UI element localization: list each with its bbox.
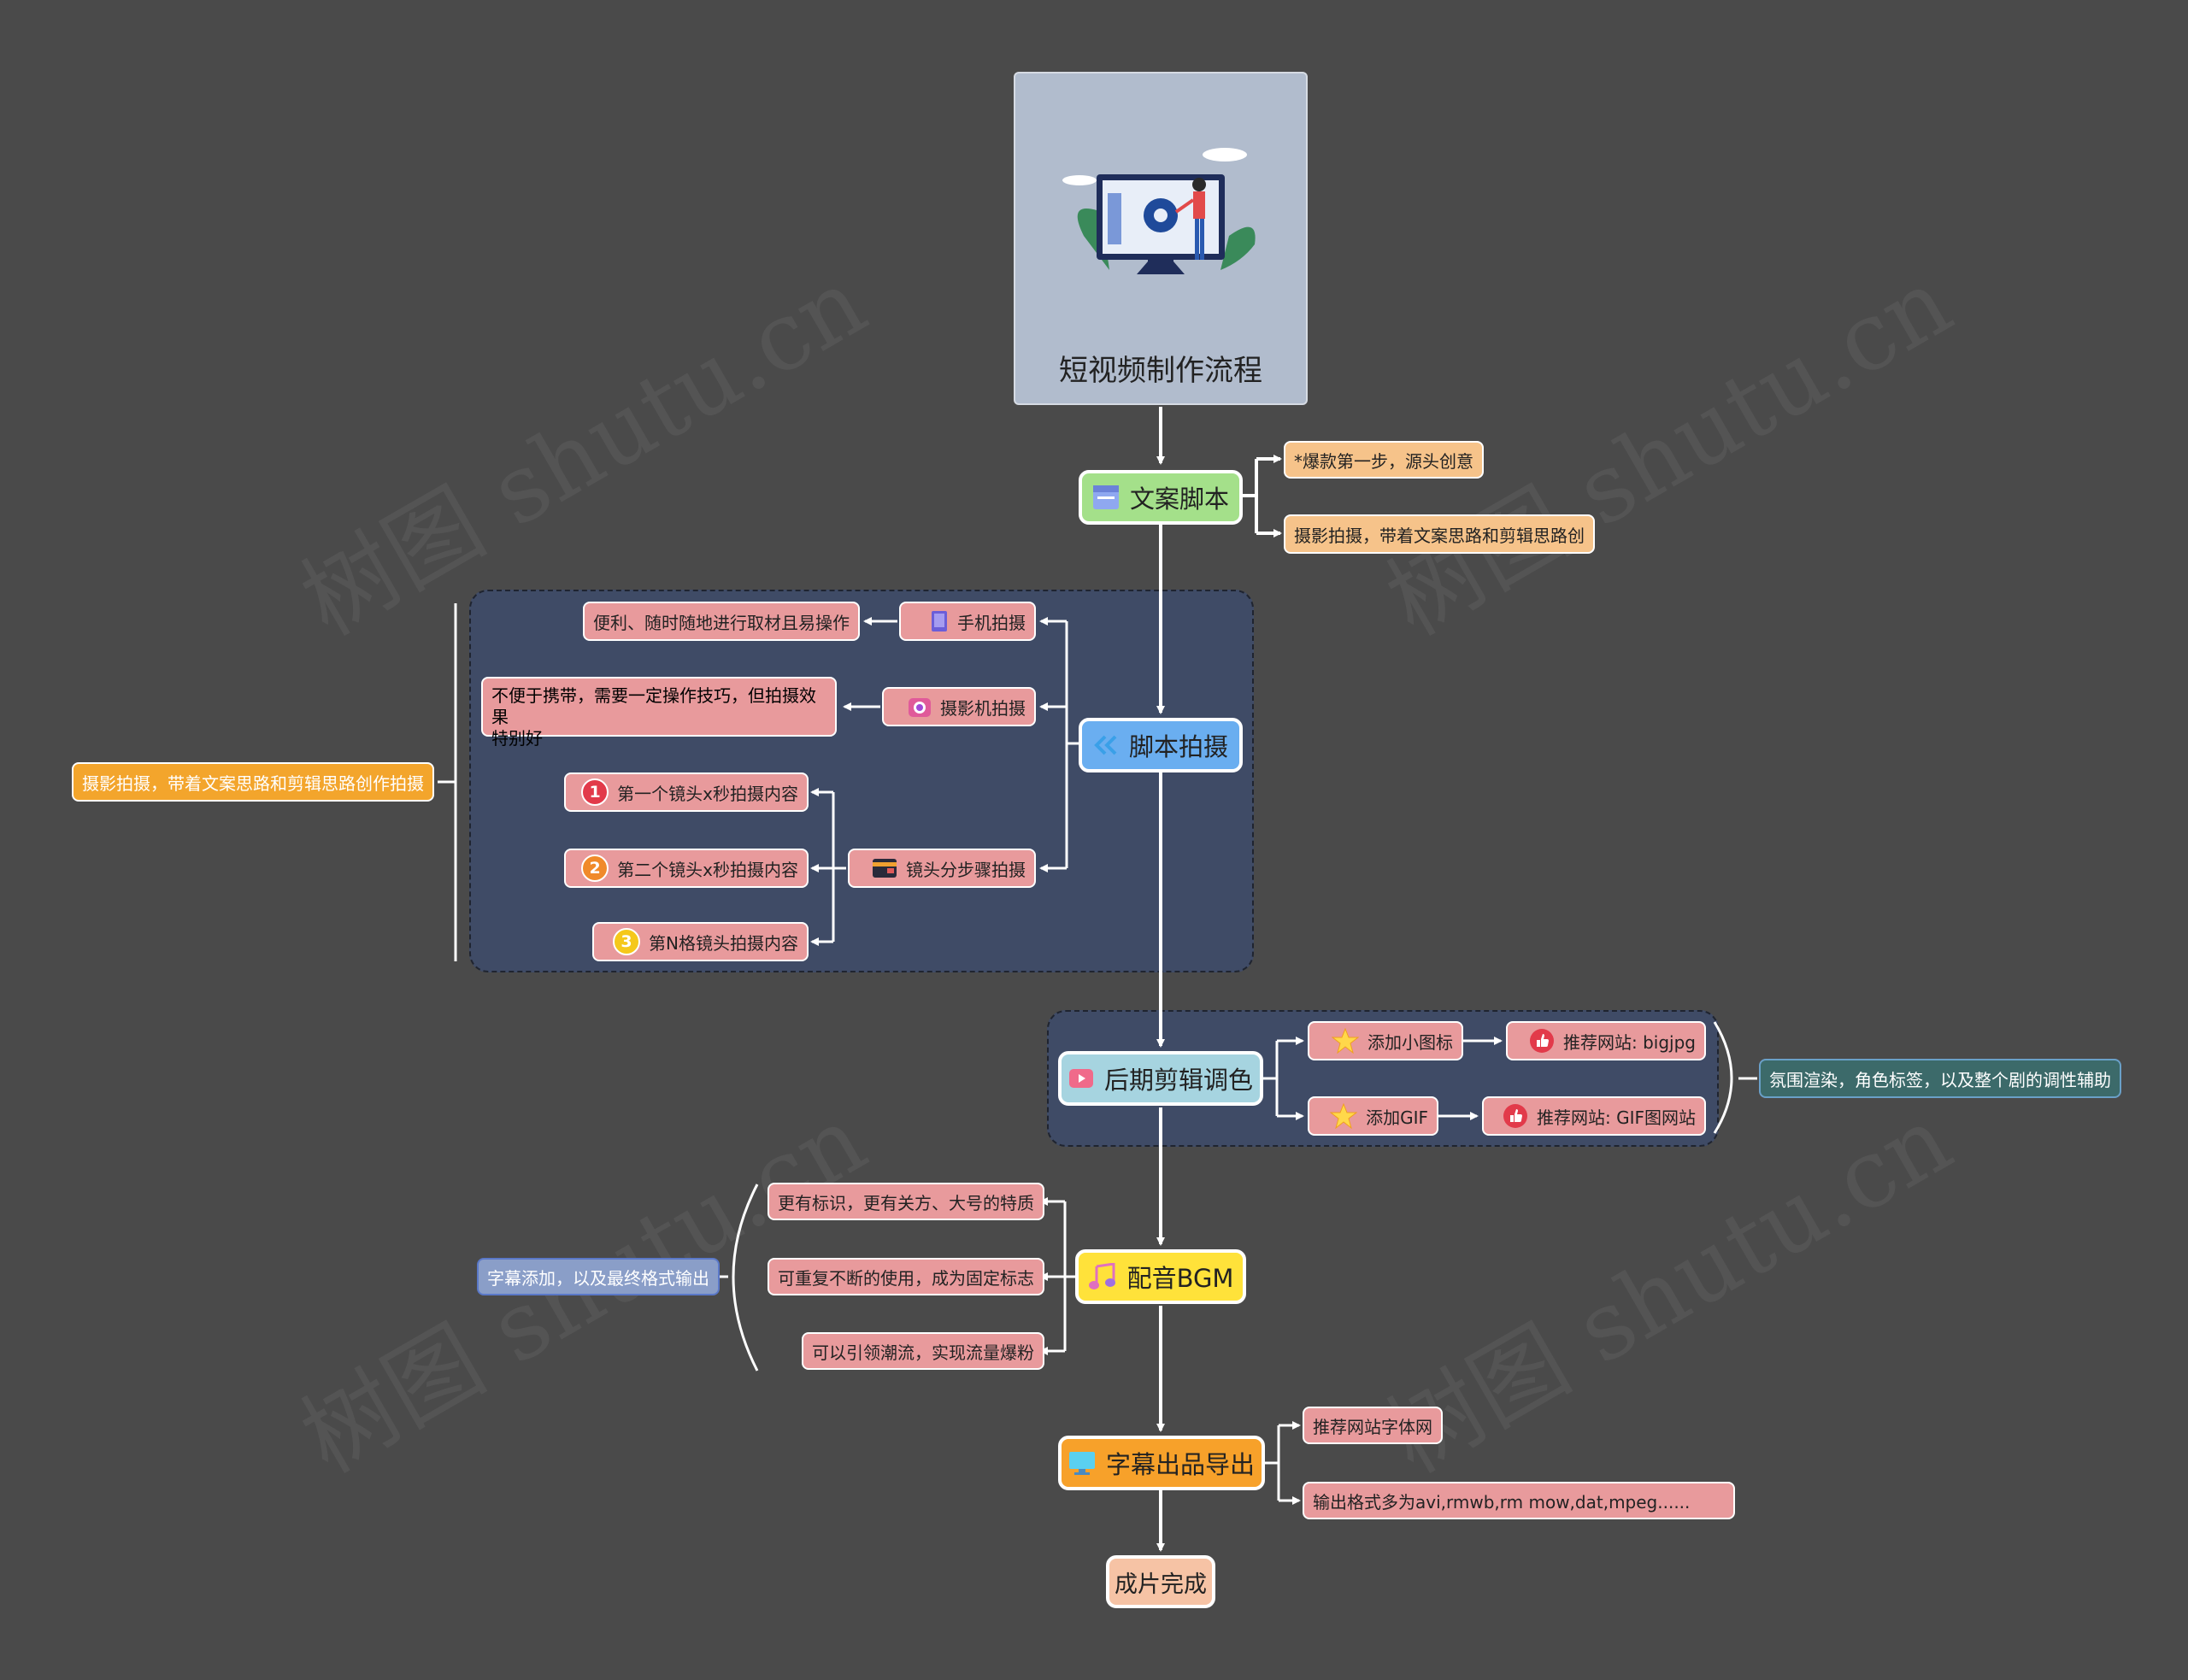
shoot-phone[interactable]: 手机拍摄 — [899, 602, 1036, 641]
export-item-2[interactable]: 输出格式多为avi,rmwb,rm mow,dat,mpeg...... — [1303, 1482, 1735, 1519]
star-icon — [1332, 1028, 1359, 1054]
node-export[interactable]: 字幕出品导出 — [1058, 1436, 1265, 1490]
shoot-camera-note-line1: 不便于携带，需要一定操作技巧，但拍摄效果 — [491, 685, 816, 727]
script-note-2[interactable]: 摄影拍摄，带着文案思路和剪辑思路创 — [1284, 514, 1595, 554]
step-item-3[interactable]: 3 第N格镜头拍摄内容 — [592, 922, 809, 961]
step-item-2[interactable]: 2 第二个镜头x秒拍摄内容 — [564, 849, 809, 888]
bgm-item-1[interactable]: 更有标识，更有关方、大号的特质 — [768, 1183, 1044, 1220]
monitor-icon — [1068, 1450, 1096, 1476]
bgm-summary[interactable]: 字幕添加，以及最终格式输出 — [477, 1258, 720, 1295]
node-script-label: 文案脚本 — [1130, 485, 1230, 514]
shoot-camera-label: 摄影机拍摄 — [940, 697, 1026, 719]
document-icon — [1092, 485, 1120, 510]
node-edit[interactable]: 后期剪辑调色 — [1058, 1051, 1263, 1106]
edit-add-icon-label: 添加小图标 — [1368, 1031, 1453, 1053]
node-bgm-label: 配音BGM — [1126, 1264, 1234, 1293]
shoot-camera-note-line2: 特别好 — [491, 728, 543, 749]
bgm-item-2[interactable]: 可重复不断的使用，成为固定标志 — [768, 1258, 1044, 1295]
edit-summary[interactable]: 氛围渲染，角色标签，以及整个剧的调性辅助 — [1759, 1059, 2121, 1098]
edit-add-gif-label: 添加GIF — [1366, 1107, 1428, 1128]
shoot-summary[interactable]: 摄影拍摄，带着文案思路和剪辑思路创作拍摄 — [72, 762, 434, 802]
edit-gif-site-label: 推荐网站: GIF图网站 — [1537, 1107, 1696, 1128]
node-export-label: 字幕出品导出 — [1106, 1450, 1256, 1479]
node-shoot-label: 脚本拍摄 — [1129, 732, 1229, 761]
computer-settings-illustration — [1062, 148, 1256, 274]
shoot-steps-label: 镜头分步骤拍摄 — [906, 859, 1026, 880]
step-item-2-label: 第二个镜头x秒拍摄内容 — [617, 859, 798, 880]
script-note-1[interactable]: *爆款第一步，源头创意 — [1284, 441, 1484, 479]
node-script[interactable]: 文案脚本 — [1079, 470, 1243, 525]
thumbs-up-icon — [1503, 1103, 1528, 1129]
node-edit-label: 后期剪辑调色 — [1104, 1066, 1254, 1095]
number-badge-icon: 3 — [613, 928, 641, 955]
node-shoot[interactable]: 脚本拍摄 — [1079, 718, 1243, 772]
shoot-phone-label: 手机拍摄 — [957, 612, 1026, 633]
thumbs-up-icon — [1529, 1028, 1555, 1054]
shoot-camera[interactable]: 摄影机拍摄 — [882, 687, 1036, 726]
node-done[interactable]: 成片完成 — [1106, 1555, 1215, 1608]
edit-add-gif[interactable]: 添加GIF — [1308, 1096, 1438, 1136]
video-play-icon — [1068, 1066, 1094, 1090]
edit-icon-site-label: 推荐网站: bigjpg — [1563, 1031, 1696, 1053]
bgm-item-3[interactable]: 可以引领潮流，实现流量爆粉 — [802, 1332, 1044, 1370]
export-item-1[interactable]: 推荐网站字体网 — [1303, 1407, 1443, 1444]
shoot-phone-note[interactable]: 便利、随时随地进行取材且易操作 — [583, 602, 860, 641]
node-done-label: 成片完成 — [1115, 1571, 1207, 1598]
wallet-icon — [872, 857, 897, 879]
step-item-1-label: 第一个镜头x秒拍摄内容 — [617, 783, 798, 804]
music-note-icon — [1088, 1263, 1117, 1290]
step-item-3-label: 第N格镜头拍摄内容 — [649, 932, 798, 954]
shoot-camera-note[interactable]: 不便于携带，需要一定操作技巧，但拍摄效果 特别好 — [481, 677, 837, 749]
camera-icon — [908, 696, 932, 718]
edit-gif-site[interactable]: 推荐网站: GIF图网站 — [1482, 1096, 1706, 1136]
title-card: 短视频制作流程 — [1014, 72, 1308, 405]
star-icon — [1330, 1103, 1358, 1129]
shoot-steps[interactable]: 镜头分步骤拍摄 — [848, 849, 1036, 888]
edit-add-icon[interactable]: 添加小图标 — [1308, 1021, 1463, 1060]
phone-icon — [930, 610, 949, 632]
node-bgm[interactable]: 配音BGM — [1075, 1249, 1246, 1304]
number-badge-icon: 2 — [581, 855, 609, 882]
number-badge-icon: 1 — [581, 778, 609, 806]
step-item-1[interactable]: 1 第一个镜头x秒拍摄内容 — [564, 772, 809, 812]
diagram-title: 短视频制作流程 — [1059, 354, 1262, 388]
edit-icon-site[interactable]: 推荐网站: bigjpg — [1506, 1021, 1706, 1060]
double-chevron-left-icon — [1093, 734, 1119, 756]
